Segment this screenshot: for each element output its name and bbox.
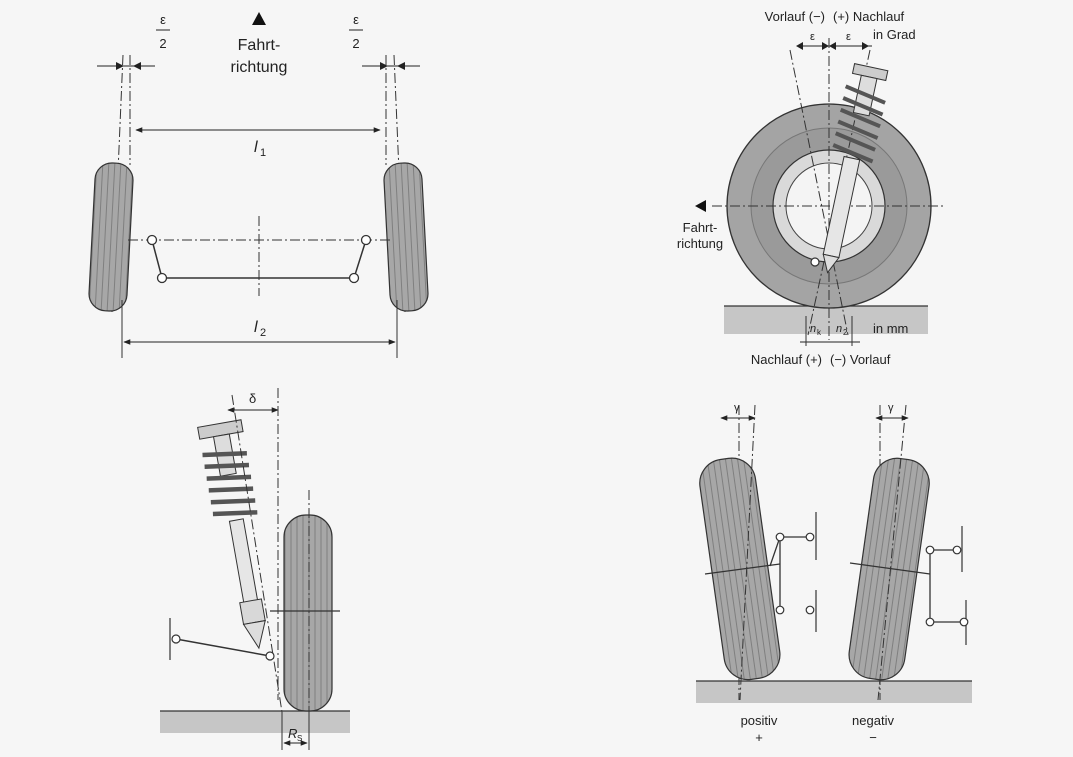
camber-gamma-right: γ: [888, 402, 894, 414]
toe-direction-arrow-icon: [252, 12, 266, 25]
camber-neg-joint-bottom: [959, 617, 969, 627]
camber-ground: [696, 681, 972, 703]
toe-l1-symbol: l: [254, 139, 258, 156]
caster-spring: [832, 84, 886, 164]
camber-pos-hub: [704, 563, 781, 575]
panel-camber: γ γ positiv + negativ −: [696, 402, 972, 745]
camber-positive-label: positiv: [741, 713, 778, 728]
caster-unit-bottom: in mm: [873, 321, 908, 336]
camber-neg-joint-knuckle-bottom: [925, 617, 935, 627]
camber-pos-joint-top: [805, 532, 815, 542]
kingpin-arm-joint-outer: [265, 651, 275, 661]
caster-top-right-label: (+) Nachlauf: [833, 9, 905, 24]
camber-gamma-left: γ: [734, 402, 740, 414]
kingpin-spring: [202, 450, 258, 517]
caster-direction-line2: richtung: [677, 236, 723, 251]
kingpin-delta: δ: [249, 391, 256, 406]
panel-toe: ε 2 ε 2 Fahrt- richtung l 1: [88, 12, 429, 358]
toe-left-wheel: [88, 162, 134, 312]
caster-nk-sub: k: [817, 328, 822, 337]
toe-direction-line2: richtung: [231, 59, 288, 76]
camber-pos-joint-knuckle-bottom: [775, 605, 785, 615]
kingpin-wheel: [283, 514, 333, 712]
panel-kingpin: δ: [160, 388, 350, 750]
camber-negative-sign: −: [869, 730, 877, 745]
caster-n2-symbol: n: [836, 323, 842, 335]
caster-strut: [822, 63, 889, 274]
camber-pos-joint-bottom: [805, 605, 815, 615]
toe-l2-symbol: l: [254, 319, 258, 336]
toe-tie-rod: [151, 239, 367, 279]
caster-bottom-left-label: Nachlauf (+): [751, 352, 822, 367]
caster-eps-right: ε: [846, 31, 851, 43]
caster-ground: [724, 306, 928, 334]
camber-pos-joint-knuckle-top: [775, 532, 785, 542]
caster-n2-sub: 2: [843, 328, 848, 337]
toe-eps-left-num: ε: [160, 12, 166, 27]
kingpin-strut: [197, 419, 266, 650]
toe-eps-right-den: 2: [352, 36, 359, 51]
caster-direction-line1: Fahrt-: [683, 220, 718, 235]
kingpin-arm-joint-inner: [171, 634, 181, 644]
caster-direction-arrow-icon: [695, 200, 706, 212]
camber-pos-knuckle: [769, 536, 810, 567]
camber-neg-tilt-axis: [877, 404, 907, 701]
toe-joint-br: [348, 272, 360, 284]
caster-top-left-label: Vorlauf (−): [765, 9, 825, 24]
camber-neg-hub: [849, 562, 931, 575]
caster-lower-joint: [810, 257, 820, 267]
caster-bottom-right-label: (−) Vorlauf: [830, 352, 891, 367]
toe-l1-sub: 1: [260, 147, 266, 159]
camber-positive-sign: +: [755, 730, 763, 745]
toe-right-wheel: [383, 162, 429, 312]
kingpin-rs-symbol: R: [288, 726, 297, 741]
toe-eps-left-arrows: [116, 62, 141, 70]
caster-negative-line: [789, 49, 849, 336]
toe-eps-left-den: 2: [159, 36, 166, 51]
toe-joint-tr: [360, 234, 372, 246]
caster-eps-arrows: [796, 42, 869, 50]
camber-neg-joint-knuckle-top: [925, 545, 935, 555]
toe-joint-bl: [156, 272, 168, 284]
toe-eps-right-arrows: [380, 62, 405, 70]
kingpin-ground: [160, 711, 350, 733]
camber-neg-joint-top: [952, 545, 962, 555]
panel-caster: Vorlauf (−) (+) Nachlauf in Grad ε ε: [677, 9, 945, 367]
camber-pos-tilt-axis: [739, 404, 756, 701]
kingpin-lower-arm: [175, 638, 271, 657]
camber-negative-label: negativ: [852, 713, 894, 728]
toe-eps-right-num: ε: [353, 12, 359, 27]
caster-eps-left: ε: [810, 31, 815, 43]
caster-nk-symbol: n: [810, 323, 816, 335]
toe-direction-line1: Fahrt-: [238, 37, 281, 54]
toe-l2-sub: 2: [260, 327, 266, 339]
kingpin-rs-sub: S: [297, 734, 302, 743]
toe-joint-tl: [146, 234, 158, 246]
caster-unit-top: in Grad: [873, 27, 916, 42]
